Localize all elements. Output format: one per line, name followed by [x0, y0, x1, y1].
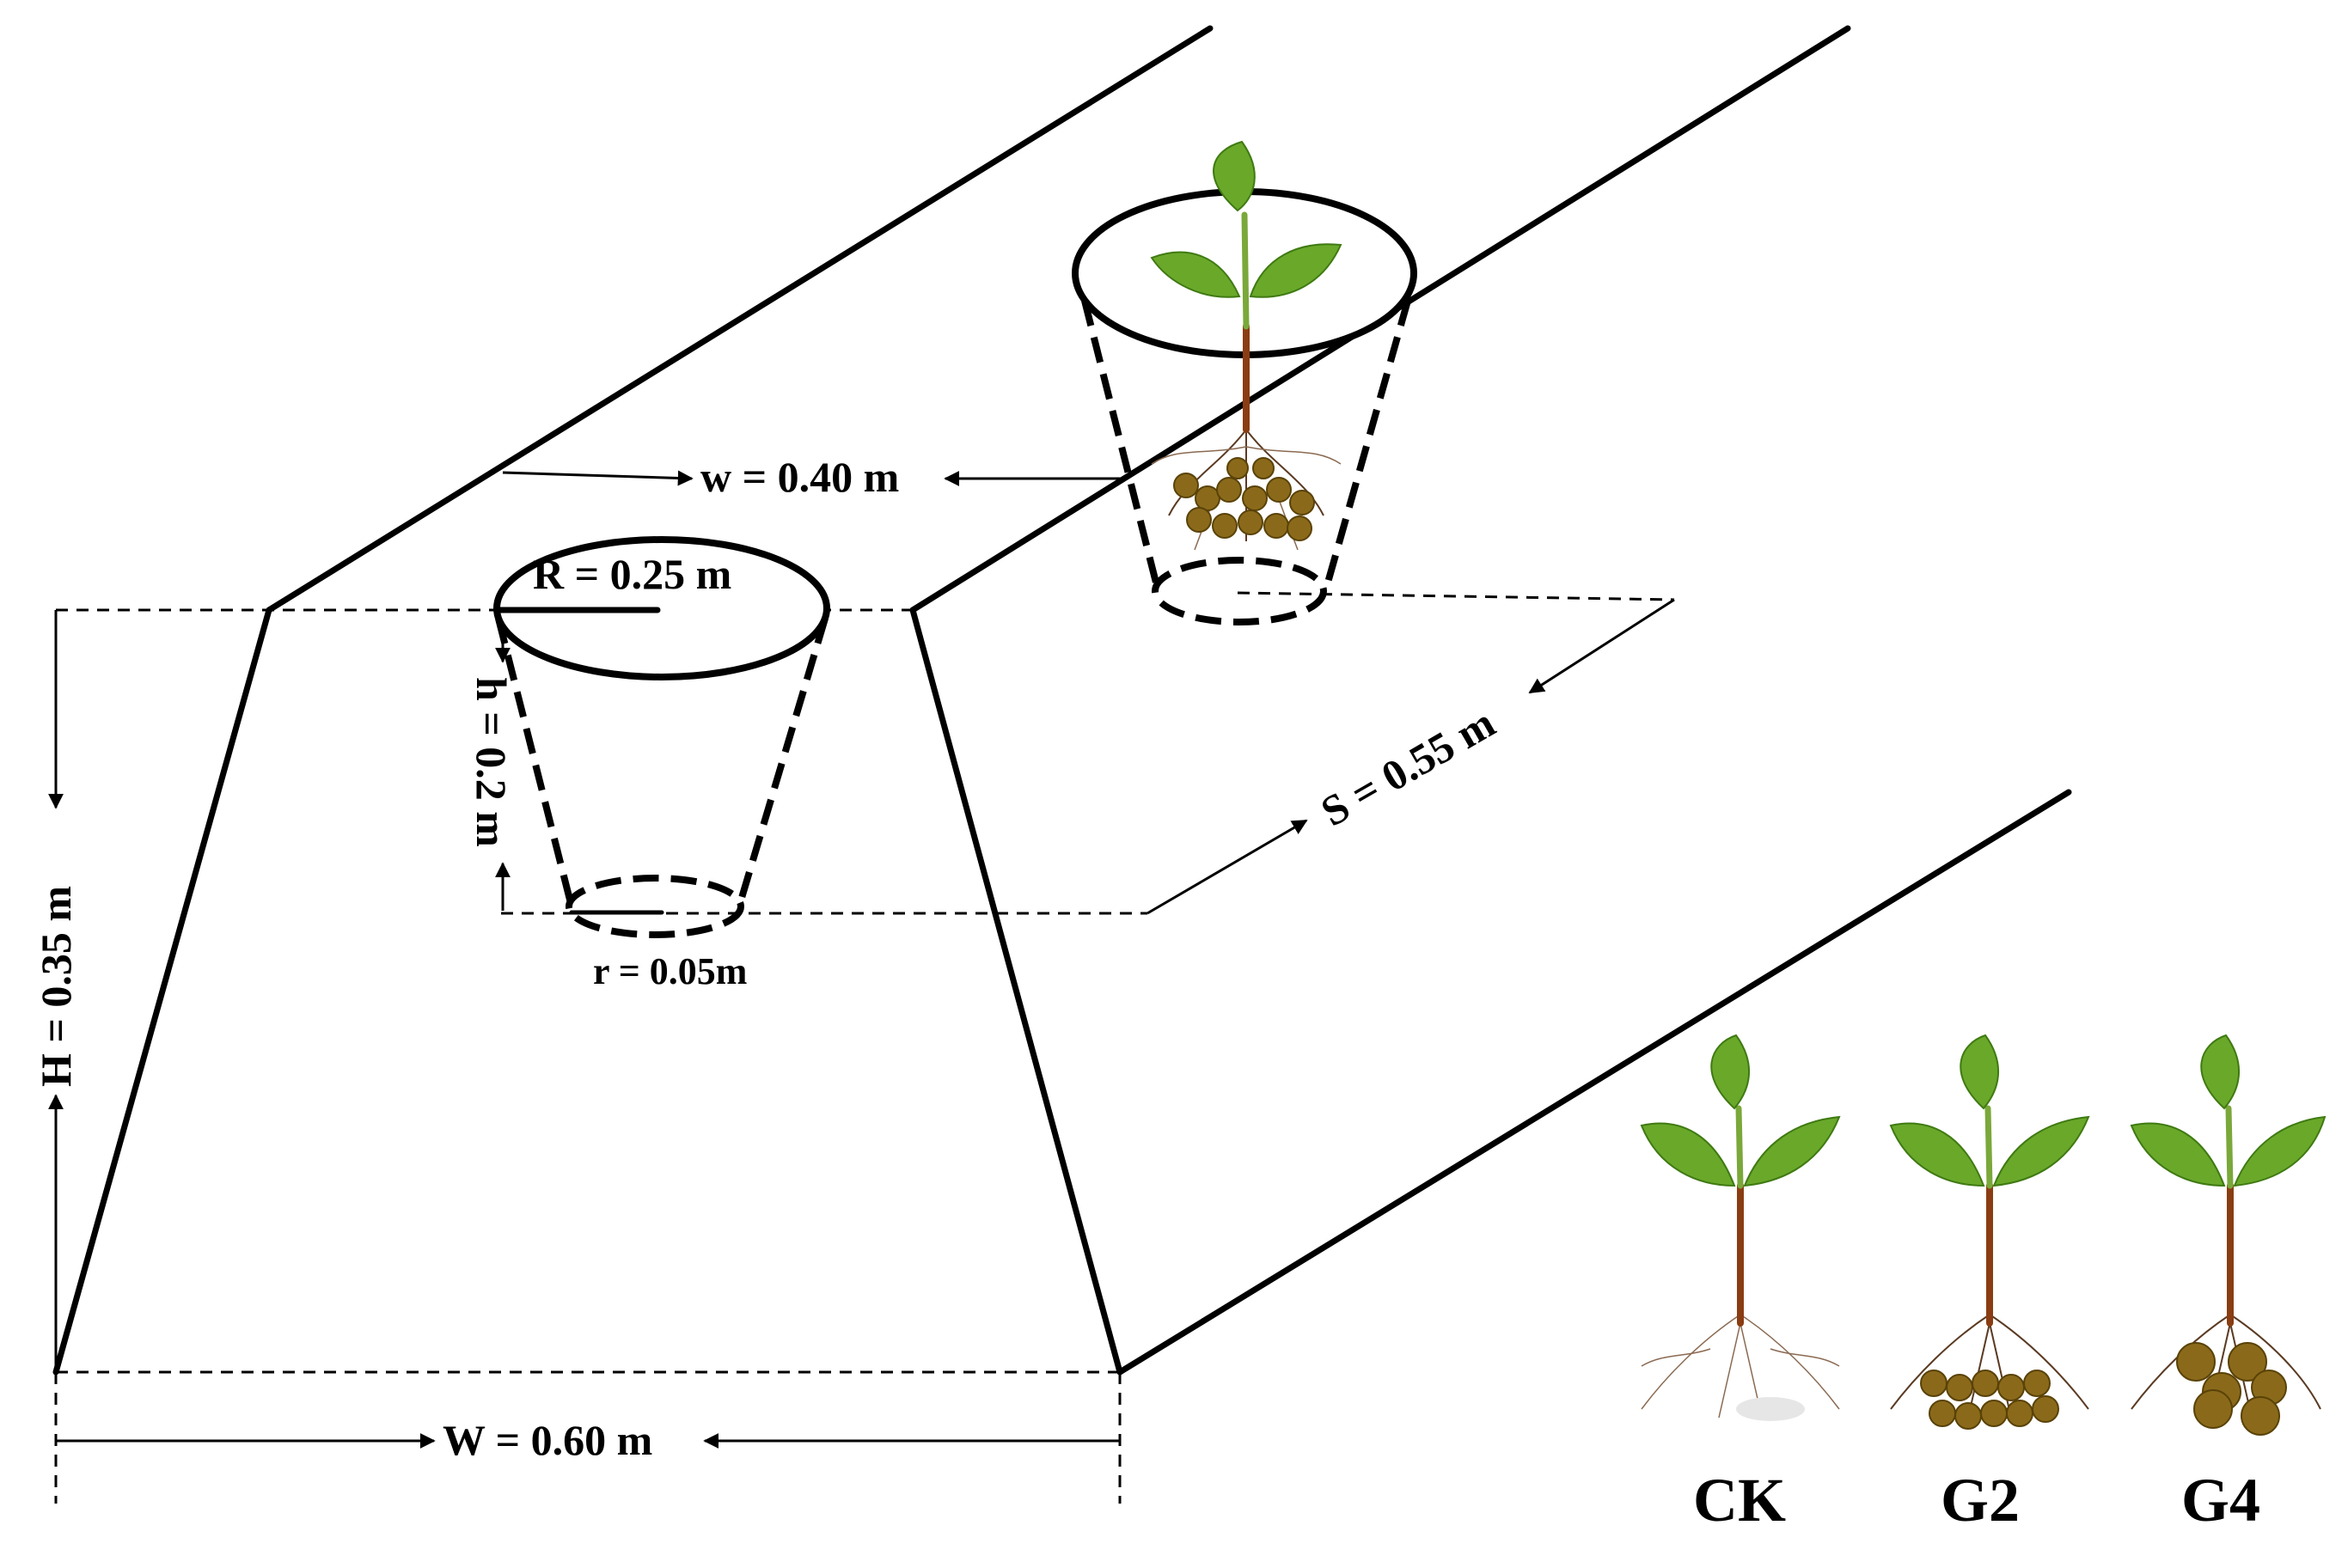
W-label: W = 0.60 m: [443, 1416, 652, 1464]
ridge-base-edge: [1116, 789, 2072, 1376]
pit-bottom-ellipse: [566, 875, 744, 938]
H-label: H = 0.35 m: [32, 886, 80, 1087]
planted-pit: [1072, 140, 1417, 625]
pit2-bottom-level-line: [1237, 591, 1675, 601]
planted-pit-seedling: [1150, 140, 1342, 433]
treatment-ck: CK: [1640, 1034, 1841, 1534]
pit-left-wall: [495, 618, 575, 907]
pit-right-wall: [736, 617, 829, 908]
g2-label: G2: [1941, 1466, 2020, 1534]
treatment-g4: G4: [2130, 1034, 2327, 1534]
ridge-left-top-edge: [266, 25, 1214, 613]
planted-pit-nodules: [1173, 457, 1315, 541]
R-label: R = 0.25 m: [533, 550, 731, 598]
ck-label: CK: [1693, 1466, 1786, 1534]
empty-pit: [493, 536, 830, 938]
S-arrow-lower: [1146, 819, 1308, 915]
g4-label: G4: [2181, 1466, 2260, 1534]
treatment-g2: G2: [1889, 1034, 2090, 1534]
planted-pit-left-wall: [1081, 300, 1159, 583]
w-label: w = 0.40 m: [700, 453, 899, 501]
S-label: S = 0.55 m: [1313, 699, 1503, 836]
ridge-left-slope: [52, 607, 272, 1376]
S-arrow-upper: [1528, 598, 1675, 694]
w-arrow-left: [502, 470, 694, 486]
dimension-arrows: [48, 470, 1675, 1449]
r-label: r = 0.05m: [593, 950, 747, 992]
h-label: h = 0.2 m: [468, 677, 516, 847]
planted-pit-bottom-ellipse: [1152, 557, 1327, 625]
ridge-right-slope: [909, 607, 1123, 1376]
planted-pit-right-wall: [1324, 299, 1411, 584]
